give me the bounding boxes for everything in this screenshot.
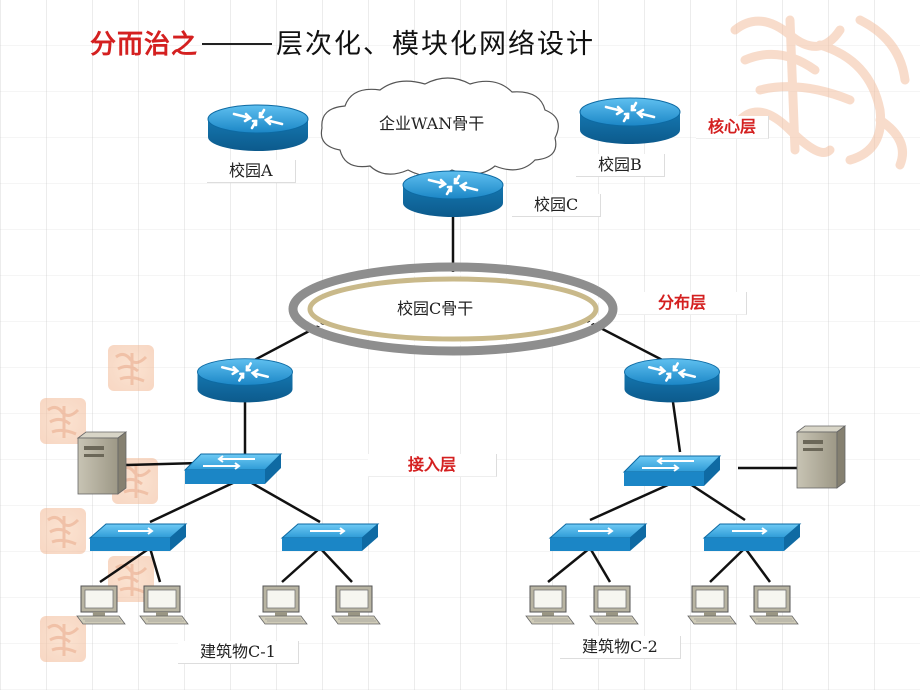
workstation-icon: [589, 585, 639, 625]
switch-icon: [703, 523, 801, 552]
title-main: 层次化、模块化网络设计: [276, 29, 596, 60]
router-icon: [401, 169, 505, 219]
workstation-icon: [525, 585, 575, 625]
title-emphasis: 分而治之: [90, 30, 199, 60]
server-icon: [796, 425, 846, 489]
router-icon: [196, 357, 294, 404]
decorative-seal-icon: [730, 15, 910, 170]
switch-icon: [623, 455, 721, 487]
router-icon: [206, 103, 310, 153]
router-icon: [623, 357, 721, 404]
workstation-icon: [749, 585, 799, 625]
access-layer-label: 接入层: [368, 454, 498, 477]
switch-icon: [184, 453, 282, 485]
building-c1-label: 建筑物C-1: [178, 641, 299, 664]
backbone-label: 校园C骨干: [397, 298, 474, 320]
server-icon: [77, 431, 127, 495]
workstation-icon: [258, 585, 308, 625]
page-title: 分而治之 层次化、模块化网络设计: [90, 22, 595, 62]
switch-icon: [281, 523, 379, 552]
wan-label: 企业WAN骨干: [379, 114, 485, 133]
switch-icon: [549, 523, 647, 552]
campus-c-label: 校园C: [512, 194, 602, 217]
core-layer-label: 核心层: [696, 116, 770, 139]
workstation-icon: [139, 585, 189, 625]
workstation-icon: [331, 585, 381, 625]
campus-a-label: 校园A: [207, 160, 296, 183]
workstation-icon: [687, 585, 737, 625]
distribution-layer-label: 分布层: [618, 292, 748, 315]
switch-icon: [89, 523, 187, 552]
campus-b-label: 校园B: [576, 154, 665, 177]
router-icon: [578, 96, 682, 146]
building-c2-label: 建筑物C-2: [560, 636, 681, 659]
title-dash: [202, 43, 273, 45]
